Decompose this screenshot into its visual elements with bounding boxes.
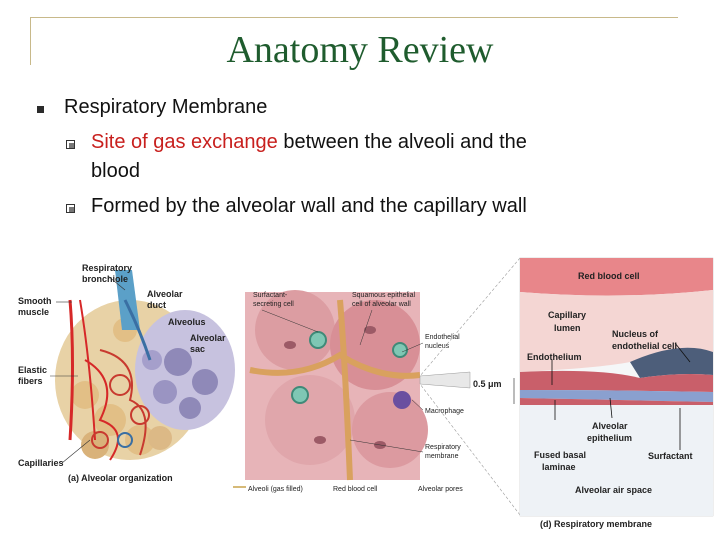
label-nucleus-endothelial: Nucleus of	[612, 329, 659, 339]
label-surfactant-secreting-cell-2: secreting cell	[253, 301, 294, 308]
label-red-blood-cell-mid: Red blood cell	[333, 486, 378, 493]
label-fused-basal-laminae-2: laminae	[542, 462, 576, 472]
label-alveolar-pores: Alveolar pores	[418, 486, 463, 493]
label-alveoli-gas-filled: Alveoli (gas filled)	[248, 486, 303, 493]
label-fused-basal-laminae: Fused basal	[534, 450, 586, 460]
bullet-respiratory-membrane: Respiratory Membrane	[64, 96, 268, 118]
label-respiratory-bronchiole-2: bronchiole	[82, 274, 128, 284]
label-capillary-lumen-2: lumen	[554, 323, 581, 333]
slide-title: Anatomy Review	[226, 29, 494, 71]
bullet-square-icon	[37, 106, 44, 113]
label-alveolar-air-space: Alveolar air space	[575, 485, 652, 495]
sub-bullet-box-icon	[66, 140, 75, 149]
panel-mid-labels: Surfactant- secreting cell Squamous epit…	[233, 292, 502, 493]
respiratory-membrane-panel	[419, 257, 714, 517]
panel-a-labels: Respiratory bronchiole Smooth muscle Alv…	[18, 263, 226, 483]
label-thickness: 0.5 μm	[473, 379, 502, 389]
label-alveolar-sac-2: sac	[190, 344, 205, 354]
label-surfactant: Surfactant	[648, 451, 693, 461]
label-macrophage: Macrophage	[425, 408, 464, 415]
label-elastic-fibers: Elastic	[18, 365, 47, 375]
frame-top-line	[30, 17, 678, 18]
label-capillary-lumen: Capillary	[548, 310, 586, 320]
panel-d-caption: (d) Respiratory membrane	[540, 519, 652, 529]
label-elastic-fibers-2: fibers	[18, 376, 43, 386]
sub-bullet-formed-by: Formed by the alveolar wall and the capi…	[91, 195, 527, 217]
label-squamous-epithelial-2: cell of alveolar wall	[352, 301, 411, 308]
panel-a-caption: (a) Alveolar organization	[68, 473, 173, 483]
label-smooth-muscle: Smooth	[18, 296, 52, 306]
label-surfactant-secreting-cell: Surfactant-	[253, 292, 288, 299]
label-respiratory-membrane-2: membrane	[425, 453, 459, 460]
label-red-blood-cell: Red blood cell	[578, 271, 640, 281]
label-respiratory-bronchiole: Respiratory	[82, 263, 132, 273]
label-alveolar-duct: Alveolar	[147, 289, 183, 299]
sub-bullet-gas-exchange: Site of gas exchange between the alveoli…	[91, 131, 527, 154]
label-alveolus: Alveolus	[168, 317, 206, 327]
label-capillaries: Capillaries	[18, 458, 64, 468]
label-smooth-muscle-2: muscle	[18, 307, 49, 317]
label-endothelial-nucleus-2: nucleus	[425, 343, 450, 350]
label-alveolar-epithelium: Alveolar	[592, 421, 628, 431]
panel-d-labels: Red blood cell Capillary lumen Nucleus o…	[527, 271, 693, 529]
label-nucleus-endothelial-2: endothelial cell	[612, 341, 677, 351]
alveolar-cluster	[55, 270, 235, 461]
label-alveolar-sac: Alveolar	[190, 333, 226, 343]
sub-bullet-gas-exchange-cont: blood	[91, 160, 140, 182]
label-alveolar-duct-2: duct	[147, 300, 166, 310]
label-endothelium: Endothelium	[527, 352, 582, 362]
label-respiratory-membrane: Respiratory	[425, 444, 461, 451]
label-squamous-epithelial: Squamous epithelial	[352, 292, 415, 299]
gas-exchange-highlight: Site of gas exchange	[91, 131, 278, 153]
alveolar-wall-panel	[245, 290, 471, 481]
label-endothelial-nucleus: Endothelial	[425, 334, 460, 341]
label-alveolar-epithelium-2: epithelium	[587, 433, 632, 443]
gas-exchange-rest: between the alveoli and the	[277, 131, 527, 153]
sub-bullet-box-icon	[66, 204, 75, 213]
frame-left-line	[30, 17, 31, 65]
